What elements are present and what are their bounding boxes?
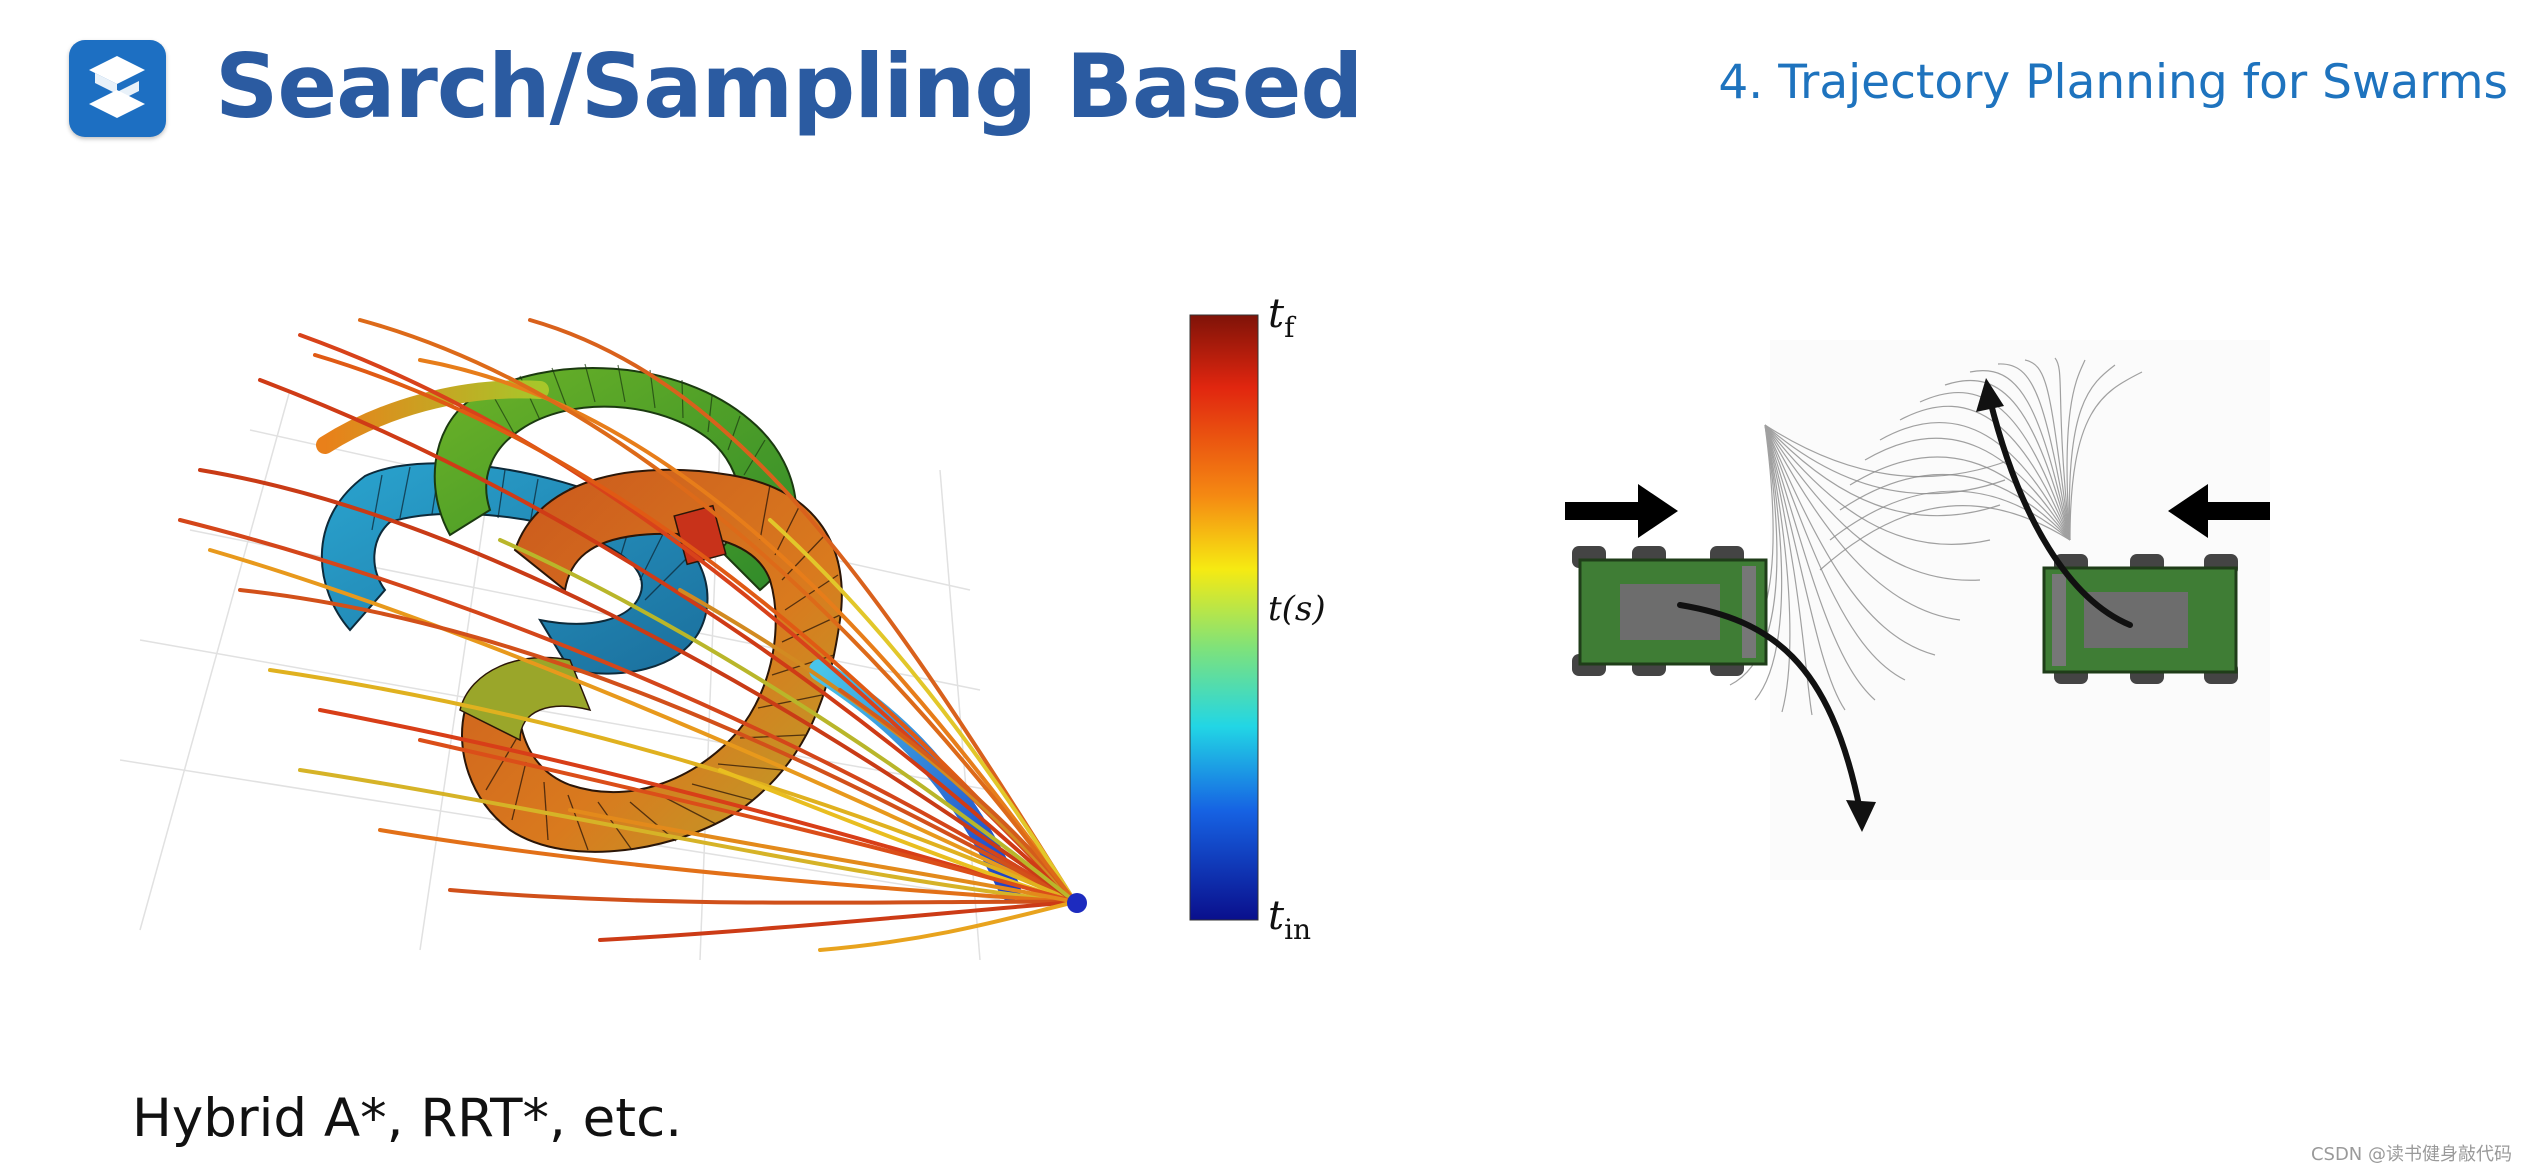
trajectory-curves bbox=[178, 318, 1077, 952]
watermark: CSDN @读书健身敲代码 bbox=[2310, 1144, 2512, 1165]
green-obstacle bbox=[433, 363, 798, 592]
time-colorbar: tf t(s) tin bbox=[1185, 291, 1345, 952]
left-vehicle-path bbox=[1677, 602, 1863, 813]
vehicle-swap-figure bbox=[1550, 340, 2285, 880]
trajectory-3d-plot bbox=[119, 318, 1087, 961]
right-vehicle-path bbox=[1987, 397, 2133, 628]
goal-point bbox=[1067, 893, 1087, 913]
course-logo bbox=[69, 40, 166, 137]
slide-title: Search/Sampling Based bbox=[215, 35, 1363, 138]
colorbar-mid-label: t(s) bbox=[1268, 589, 1326, 629]
right-arrow-icon bbox=[1565, 484, 1678, 538]
section-title: 4. Trajectory Planning for Swarms bbox=[1718, 55, 2508, 110]
colorbar-bottom-label: tin bbox=[1268, 893, 1311, 946]
trajectory-3d-figure bbox=[119, 290, 1340, 970]
right-vehicle bbox=[2042, 554, 2238, 684]
colorbar-top-label: tf bbox=[1268, 292, 1297, 344]
colorbar-gradient bbox=[1189, 314, 1259, 921]
left-arrow-icon bbox=[2168, 484, 2285, 538]
left-vehicle bbox=[1572, 546, 1768, 676]
caption: Hybrid A*, RRT*, etc. bbox=[132, 1088, 683, 1149]
stacked-s-logo-icon bbox=[89, 56, 145, 118]
